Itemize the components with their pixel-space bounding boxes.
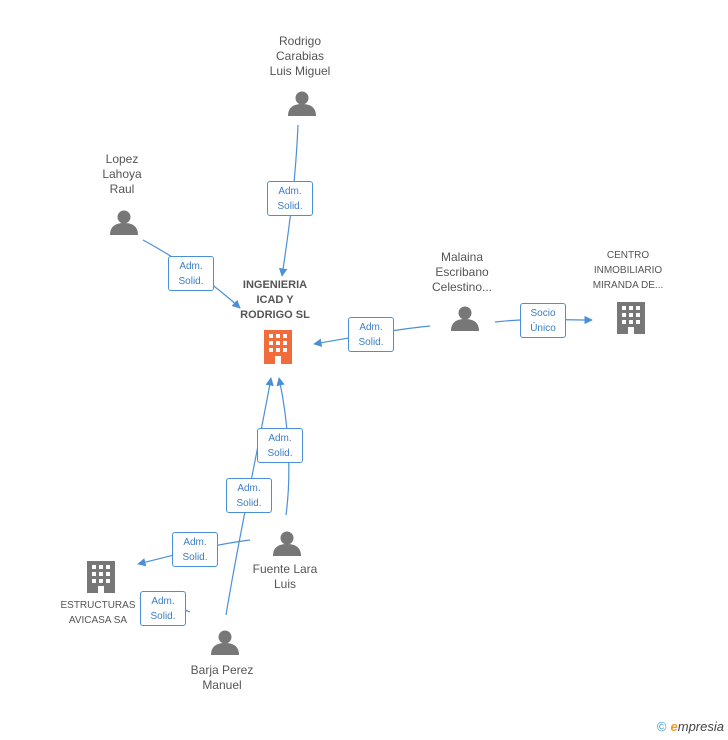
building-icon[interactable] bbox=[87, 561, 115, 593]
label-line: RODRIGO SL bbox=[240, 309, 310, 321]
person-icon[interactable] bbox=[110, 210, 138, 236]
person-icon[interactable] bbox=[451, 306, 479, 332]
edge-label-line: Adm. bbox=[179, 261, 203, 272]
label-line: Celestino... bbox=[431, 280, 493, 294]
label-line: Luis bbox=[273, 577, 296, 591]
building-icon[interactable] bbox=[617, 302, 645, 334]
label-line: AVICASA SA bbox=[68, 615, 128, 626]
edge-label-barja[interactable]: Adm. Solid. bbox=[226, 478, 272, 513]
edge-label-line: Adm. bbox=[268, 433, 292, 444]
node-label-centro[interactable]: CENTRO INMOBILIARIO MIRANDA DE... bbox=[578, 248, 678, 293]
edge-label-malaina[interactable]: Adm. Solid. bbox=[348, 317, 394, 352]
edge-label-line: Solid. bbox=[178, 276, 204, 287]
node-label-lopez[interactable]: Lopez Lahoya Raul bbox=[72, 152, 172, 197]
label-line: Escribano bbox=[435, 265, 489, 279]
node-label-center[interactable]: INGENIERIA ICAD Y RODRIGO SL bbox=[225, 278, 325, 323]
label-line: Lopez bbox=[105, 152, 139, 166]
label-line: Luis Miguel bbox=[269, 64, 331, 78]
edge-label-line: Solid. bbox=[150, 611, 176, 622]
brand-rest: mpresia bbox=[677, 719, 724, 734]
edge-label-fuente[interactable]: Adm. Solid. bbox=[257, 428, 303, 463]
label-line: Fuente Lara bbox=[252, 562, 318, 576]
edge-label-line: Solid. bbox=[277, 201, 303, 212]
label-line: INMOBILIARIO bbox=[593, 265, 663, 276]
node-label-barja[interactable]: Barja Perez Manuel bbox=[172, 663, 272, 693]
edge-label-line: Adm. bbox=[278, 186, 302, 197]
label-line: Manuel bbox=[202, 678, 242, 692]
node-label-estructuras[interactable]: ESTRUCTURAS AVICASA SA bbox=[48, 598, 148, 628]
edge-label-line: Solid. bbox=[267, 448, 293, 459]
label-line: MIRANDA DE... bbox=[592, 280, 664, 291]
label-line: Malaina bbox=[440, 250, 484, 264]
edge-label-centro[interactable]: Socio Único bbox=[520, 303, 566, 338]
label-line: Raul bbox=[109, 182, 135, 196]
edge-label-line: Adm. bbox=[183, 537, 207, 548]
edge-label-barja-estructuras[interactable]: Adm. Solid. bbox=[140, 591, 186, 626]
person-icon[interactable] bbox=[211, 630, 239, 656]
label-line: CENTRO bbox=[606, 250, 650, 261]
label-line: Barja Perez bbox=[190, 663, 254, 677]
label-line: Carabias bbox=[275, 49, 325, 63]
label-line: ESTRUCTURAS bbox=[60, 600, 136, 611]
edge-label-rodrigo[interactable]: Adm. Solid. bbox=[267, 181, 313, 216]
person-icon[interactable] bbox=[273, 531, 301, 557]
node-label-fuente[interactable]: Fuente Lara Luis bbox=[235, 562, 335, 592]
copyright-symbol: © bbox=[656, 719, 667, 734]
empresia-watermark[interactable]: ©empresia bbox=[657, 719, 724, 734]
node-label-rodrigo[interactable]: Rodrigo Carabias Luis Miguel bbox=[250, 34, 350, 79]
edge-label-line: Único bbox=[530, 323, 556, 334]
edge-label-lopez[interactable]: Adm. Solid. bbox=[168, 256, 214, 291]
edge-label-line: Solid. bbox=[236, 498, 262, 509]
brand-logo: empresia bbox=[671, 719, 724, 734]
person-icon[interactable] bbox=[288, 91, 316, 117]
edge-label-line: Adm. bbox=[359, 322, 383, 333]
label-line: INGENIERIA bbox=[242, 279, 308, 291]
label-line: Lahoya bbox=[102, 167, 142, 181]
brand-initial: e bbox=[670, 719, 678, 734]
building-icon[interactable] bbox=[264, 330, 292, 364]
node-label-malaina[interactable]: Malaina Escribano Celestino... bbox=[412, 250, 512, 295]
edge-label-line: Solid. bbox=[358, 337, 384, 348]
edge-label-line: Solid. bbox=[182, 552, 208, 563]
edge-label-line: Adm. bbox=[237, 483, 261, 494]
edge-label-fuente-estructuras[interactable]: Adm. Solid. bbox=[172, 532, 218, 567]
label-line: Rodrigo bbox=[278, 34, 322, 48]
label-line: ICAD Y bbox=[256, 294, 294, 306]
edge-label-line: Adm. bbox=[151, 596, 175, 607]
edge-label-line: Socio bbox=[530, 308, 556, 319]
